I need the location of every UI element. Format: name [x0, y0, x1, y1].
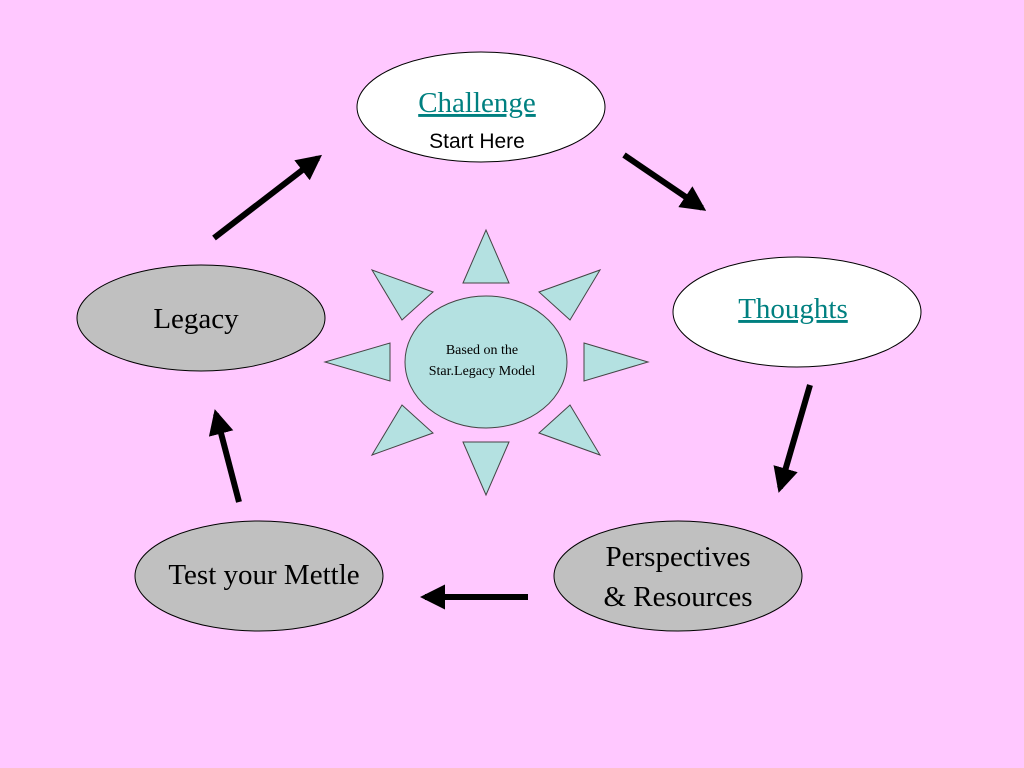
sun-ray-bottom	[462, 441, 510, 497]
challenge-node[interactable]: Challenge Start Here	[356, 51, 606, 163]
perspectives-ellipse	[553, 520, 803, 632]
sun-ray-bottom-left	[370, 404, 434, 456]
sun-center-circle	[404, 295, 568, 429]
sun-rays	[323, 228, 650, 497]
test-node: Test your Mettle	[134, 520, 384, 632]
thoughts-ellipse	[672, 256, 922, 368]
challenge-ellipse	[356, 51, 606, 163]
test-label: Test your Mettle	[168, 559, 359, 591]
sun-ray-left	[323, 342, 391, 382]
test-ellipse	[134, 520, 384, 632]
sun-ray-right	[583, 342, 650, 382]
sun-center-line1: Based on the	[446, 343, 518, 358]
cycle-arrows	[208, 152, 813, 610]
sun-center: Based on the Star.Legacy Model	[404, 295, 568, 429]
arrow-thoughts-to-perspectives	[773, 384, 813, 493]
arrow-challenge-to-thoughts	[622, 152, 707, 211]
sun-ray-top-right	[538, 269, 602, 321]
perspectives-label-line2: & Resources	[604, 581, 753, 613]
sun-ray-top-left	[370, 269, 434, 321]
legacy-label: Legacy	[153, 303, 239, 335]
thoughts-link[interactable]: Thoughts	[738, 293, 848, 325]
thoughts-node[interactable]: Thoughts	[672, 256, 922, 368]
perspectives-label-line1: Perspectives	[606, 541, 751, 573]
sun-ray-bottom-right	[538, 404, 602, 456]
legacy-ellipse	[76, 264, 326, 372]
sun-center-line2: Star.Legacy Model	[429, 364, 536, 379]
arrow-test-to-legacy	[208, 409, 242, 503]
challenge-start-label: Start Here	[429, 130, 525, 153]
arrow-legacy-to-challenge	[212, 154, 322, 241]
legacy-node: Legacy	[76, 264, 326, 372]
challenge-link[interactable]: Challenge	[418, 87, 536, 119]
sun-ray-top	[462, 228, 510, 284]
perspectives-node: Perspectives & Resources	[553, 520, 803, 632]
